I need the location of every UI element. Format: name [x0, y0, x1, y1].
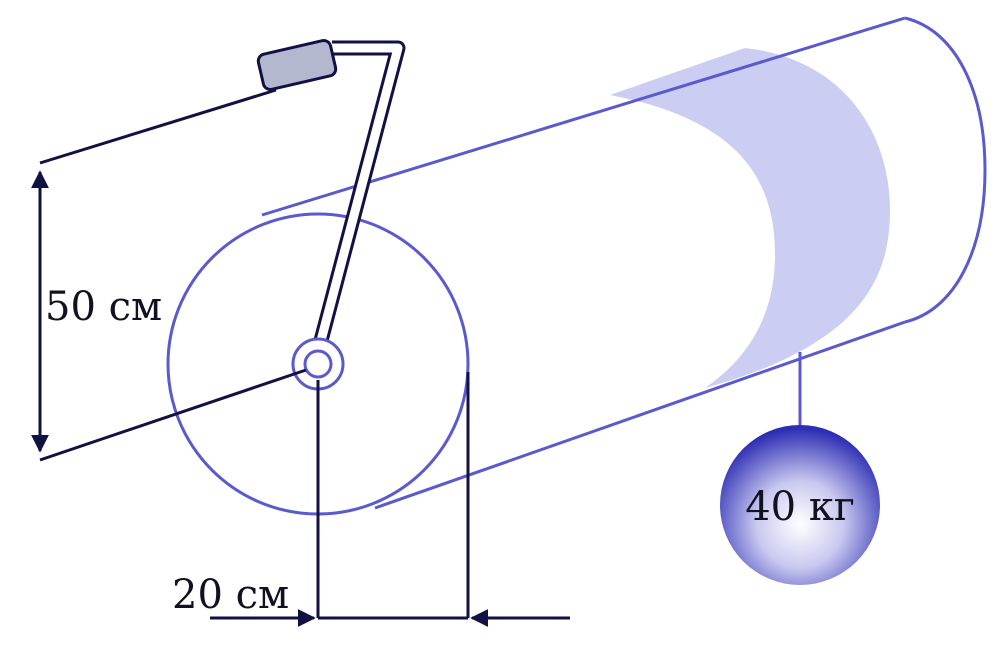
- drum-bottom-edge: [374, 320, 906, 510]
- crank-handle: [256, 39, 406, 354]
- axle-inner: [303, 349, 333, 379]
- crank-grip: [256, 39, 338, 91]
- drum-far-end: [904, 16, 987, 324]
- drum-radius-dimension: 20 см: [172, 372, 570, 627]
- load-mass-label: 40 кг: [745, 484, 855, 530]
- drum-shading: [610, 48, 890, 388]
- hanging-load: 40 кг: [720, 352, 880, 585]
- crank-arm-inner: [313, 43, 403, 354]
- crank-length-label: 50 см: [45, 284, 162, 330]
- drum-cylinder: [166, 16, 987, 516]
- drum-radius-label: 20 см: [172, 572, 289, 618]
- crank-length-dimension: 50 см: [31, 88, 307, 462]
- crank-extension-top: [39, 88, 277, 165]
- crank-extension-bottom: [39, 368, 307, 462]
- load-weight: [720, 425, 880, 585]
